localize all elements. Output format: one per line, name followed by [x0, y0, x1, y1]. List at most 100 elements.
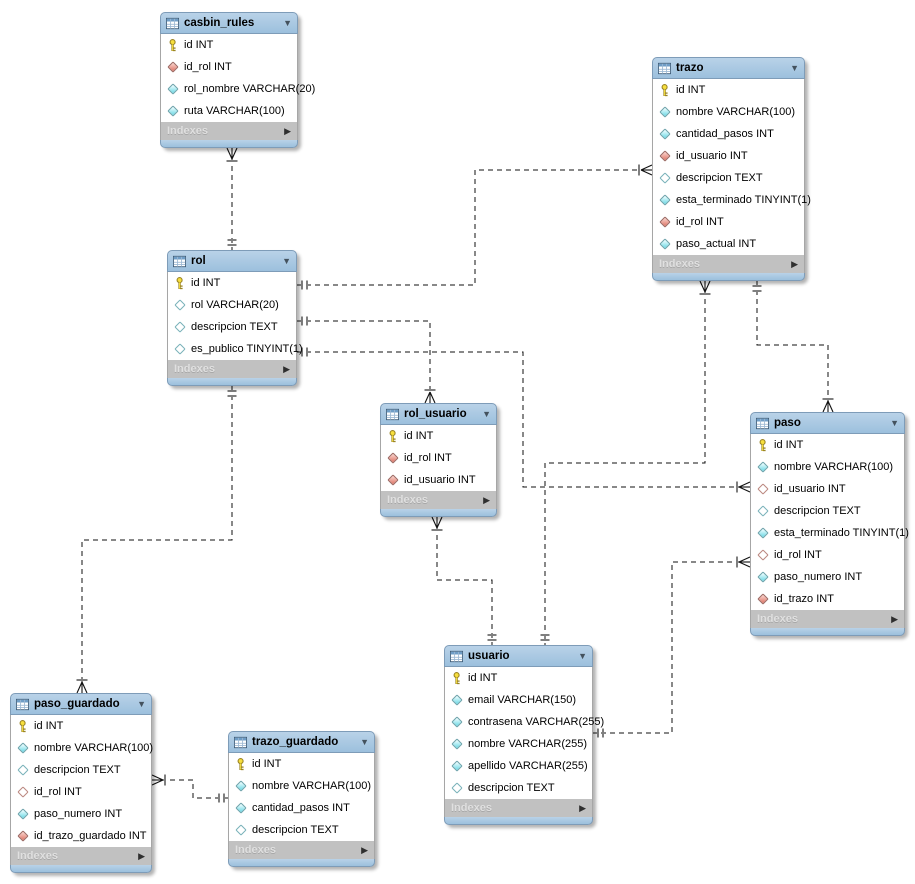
column-label: esta_terminado TINYINT(1)	[774, 527, 909, 539]
column-paso_numero[interactable]: paso_numero INT	[751, 566, 904, 588]
column-id_rol[interactable]: id_rol INT	[751, 544, 904, 566]
column-nombre[interactable]: nombre VARCHAR(100)	[229, 775, 374, 797]
column-id[interactable]: id INT	[168, 272, 296, 294]
column-id[interactable]: id INT	[653, 79, 804, 101]
column-paso_actual[interactable]: paso_actual INT	[653, 233, 804, 255]
indexes-section[interactable]: Indexes▶	[380, 491, 497, 509]
table-header[interactable]: casbin_rules▼	[160, 12, 298, 34]
primary-key-icon	[166, 38, 179, 52]
column-id_usuario[interactable]: id_usuario INT	[381, 469, 496, 491]
column-descripcion[interactable]: descripcion TEXT	[751, 500, 904, 522]
column-rol[interactable]: rol VARCHAR(20)	[168, 294, 296, 316]
relationship-paso_guardado-trazo_guardado[interactable]	[151, 774, 229, 803]
expand-arrow-icon[interactable]: ▶	[483, 494, 490, 505]
column-cantidad_pasos[interactable]: cantidad_pasos INT	[653, 123, 804, 145]
collapse-arrow-icon[interactable]: ▼	[578, 650, 587, 661]
relationship-casbin_rules-rol[interactable]	[226, 147, 238, 250]
expand-arrow-icon[interactable]: ▶	[361, 844, 368, 855]
expand-arrow-icon[interactable]: ▶	[284, 125, 291, 136]
collapse-arrow-icon[interactable]: ▼	[283, 17, 292, 28]
column-id[interactable]: id INT	[11, 715, 151, 737]
collapse-arrow-icon[interactable]: ▼	[282, 255, 291, 266]
column-id_trazo_guardado[interactable]: id_trazo_guardado INT	[11, 825, 151, 847]
relationship-trazo-rol[interactable]	[297, 164, 653, 290]
table-title: rol	[191, 255, 206, 267]
table-header[interactable]: paso_guardado▼	[10, 693, 152, 715]
collapse-arrow-icon[interactable]: ▼	[482, 408, 491, 419]
column-rol_nombre[interactable]: rol_nombre VARCHAR(20)	[161, 78, 315, 100]
relationship-trazo-usuario[interactable]	[540, 280, 711, 645]
relationship-rol_usuario-rol[interactable]	[297, 316, 436, 404]
table-header[interactable]: usuario▼	[444, 645, 593, 667]
column-descripcion[interactable]: descripcion TEXT	[653, 167, 804, 189]
table-header[interactable]: rol ▼	[167, 250, 297, 272]
indexes-section[interactable]: Indexes▶	[750, 610, 905, 628]
column-id_rol[interactable]: id_rol INT	[161, 56, 297, 78]
relationship-paso-trazo[interactable]	[752, 281, 834, 413]
relationship-paso-rol[interactable]	[297, 347, 751, 493]
column-esta_terminado[interactable]: esta_terminado TINYINT(1)	[751, 522, 909, 544]
indexes-section[interactable]: Indexes▶	[160, 122, 298, 140]
relationship-rol_usuario-usuario[interactable]	[431, 516, 497, 645]
column-id[interactable]: id INT	[445, 667, 592, 689]
column-id[interactable]: id INT	[229, 753, 374, 775]
column-descripcion[interactable]: descripcion TEXT	[168, 316, 296, 338]
indexes-section[interactable]: Indexes▶	[167, 360, 297, 378]
collapse-arrow-icon[interactable]: ▼	[360, 736, 369, 747]
column-nombre[interactable]: nombre VARCHAR(100)	[11, 737, 153, 759]
column-esta_terminado[interactable]: esta_terminado TINYINT(1)	[653, 189, 811, 211]
column-id[interactable]: id INT	[161, 34, 297, 56]
expand-arrow-icon[interactable]: ▶	[283, 363, 290, 374]
column-icon	[234, 824, 247, 837]
collapse-arrow-icon[interactable]: ▼	[137, 698, 146, 709]
column-ruta[interactable]: ruta VARCHAR(100)	[161, 100, 297, 122]
column-id_trazo[interactable]: id_trazo INT	[751, 588, 904, 610]
column-id_rol[interactable]: id_rol INT	[653, 211, 804, 233]
collapse-arrow-icon[interactable]: ▼	[790, 62, 799, 73]
indexes-section[interactable]: Indexes▶	[228, 841, 375, 859]
column-id_rol[interactable]: id_rol INT	[381, 447, 496, 469]
table-header[interactable]: rol_usuario▼	[380, 403, 497, 425]
expand-arrow-icon[interactable]: ▶	[138, 850, 145, 861]
relationship-paso-usuario[interactable]	[593, 556, 751, 738]
column-id_usuario[interactable]: id_usuario INT	[653, 145, 804, 167]
column-label: nombre VARCHAR(100)	[676, 106, 796, 118]
indexes-section[interactable]: Indexes▶	[444, 799, 593, 817]
column-email[interactable]: email VARCHAR(150)	[445, 689, 592, 711]
column-id[interactable]: id INT	[381, 425, 496, 447]
column-cantidad_pasos[interactable]: cantidad_pasos INT	[229, 797, 374, 819]
expand-arrow-icon[interactable]: ▶	[891, 613, 898, 624]
column-paso_numero[interactable]: paso_numero INT	[11, 803, 151, 825]
column-es_publico[interactable]: es_publico TINYINT(1)	[168, 338, 303, 360]
collapse-arrow-icon[interactable]: ▼	[890, 417, 899, 428]
column-nombre[interactable]: nombre VARCHAR(255)	[445, 733, 592, 755]
column-nombre[interactable]: nombre VARCHAR(100)	[653, 101, 804, 123]
column-id[interactable]: id INT	[751, 434, 904, 456]
column-id_rol[interactable]: id_rol INT	[11, 781, 151, 803]
table-header[interactable]: trazo▼	[652, 57, 805, 79]
column-nombre[interactable]: nombre VARCHAR(100)	[751, 456, 904, 478]
indexes-section[interactable]: Indexes▶	[652, 255, 805, 273]
indexes-section[interactable]: Indexes▶	[10, 847, 152, 865]
table-header[interactable]: trazo_guardado▼	[228, 731, 375, 753]
column-descripcion[interactable]: descripcion TEXT	[445, 777, 592, 799]
expand-arrow-icon[interactable]: ▶	[579, 802, 586, 813]
expand-arrow-icon[interactable]: ▶	[791, 258, 798, 269]
column-descripcion[interactable]: descripcion TEXT	[229, 819, 374, 841]
column-id_usuario[interactable]: id_usuario INT	[751, 478, 904, 500]
relationship-paso_guardado-rol[interactable]	[76, 386, 237, 694]
column-contrasena[interactable]: contrasena VARCHAR(255)	[445, 711, 604, 733]
column-descripcion[interactable]: descripcion TEXT	[11, 759, 151, 781]
table-trazo[interactable]: trazo▼id INT nombre VARCHAR(100) cantidad_…	[652, 57, 811, 281]
table-footer	[380, 509, 497, 517]
column-apellido[interactable]: apellido VARCHAR(255)	[445, 755, 592, 777]
table-header[interactable]: paso▼	[750, 412, 905, 434]
